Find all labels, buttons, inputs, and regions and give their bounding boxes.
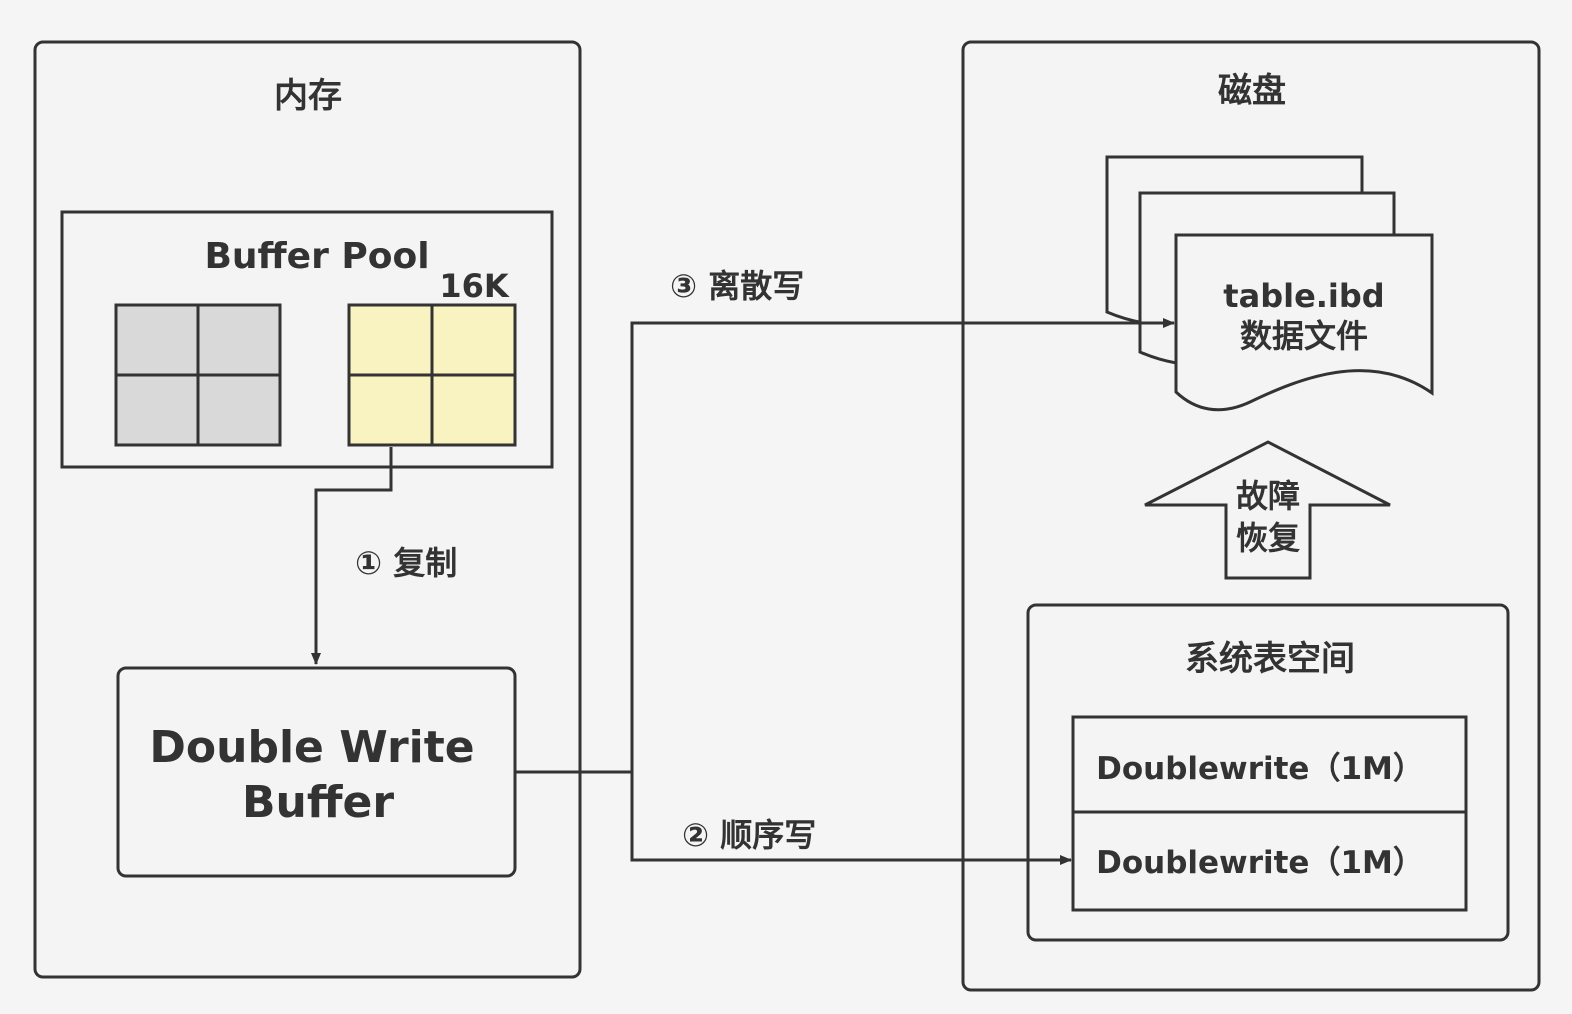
scattered-write-label: ③ 离散写	[670, 267, 804, 305]
double-write-buffer-line1: Double Write	[149, 722, 474, 773]
doublewrite-block-2	[1071, 810, 1468, 912]
clean-page	[196, 303, 282, 377]
memory-title: 内存	[274, 76, 342, 116]
doublewrite-block-1-label: Doublewrite（1M）	[1096, 751, 1424, 787]
data-file-stack: table.ibd 数据文件	[1105, 155, 1434, 412]
doublewrite-block-2-label: Doublewrite（1M）	[1096, 845, 1424, 881]
buffer-pool-title: Buffer Pool	[204, 236, 429, 277]
double-write-buffer-line2: Buffer	[242, 777, 394, 828]
dirty-page	[347, 303, 434, 377]
copy-arrow	[311, 447, 393, 665]
clean-page	[196, 373, 282, 447]
clean-page	[114, 303, 200, 377]
sequential-write-arrow	[515, 770, 1072, 865]
scattered-write-arrow	[630, 318, 1175, 772]
recovery-arrow	[1144, 440, 1391, 580]
dirty-page	[430, 373, 517, 447]
data-file-front	[1174, 233, 1434, 412]
system-tablespace-title: 系统表空间	[1185, 639, 1355, 679]
page-size-label: 16K	[439, 267, 510, 305]
data-file-name: table.ibd	[1223, 277, 1384, 315]
disk-title: 磁盘	[1218, 71, 1286, 111]
sequential-write-label: ② 顺序写	[682, 816, 816, 854]
recovery-label-line1: 故障	[1236, 477, 1300, 515]
dirty-page	[430, 303, 517, 377]
dirty-page-group	[347, 303, 517, 447]
clean-page-group	[114, 303, 282, 447]
dirty-page	[347, 373, 434, 447]
recovery-label-line2: 恢复	[1236, 519, 1300, 557]
clean-page	[114, 373, 200, 447]
data-file-label: 数据文件	[1240, 317, 1368, 355]
copy-label: ① 复制	[355, 544, 457, 582]
